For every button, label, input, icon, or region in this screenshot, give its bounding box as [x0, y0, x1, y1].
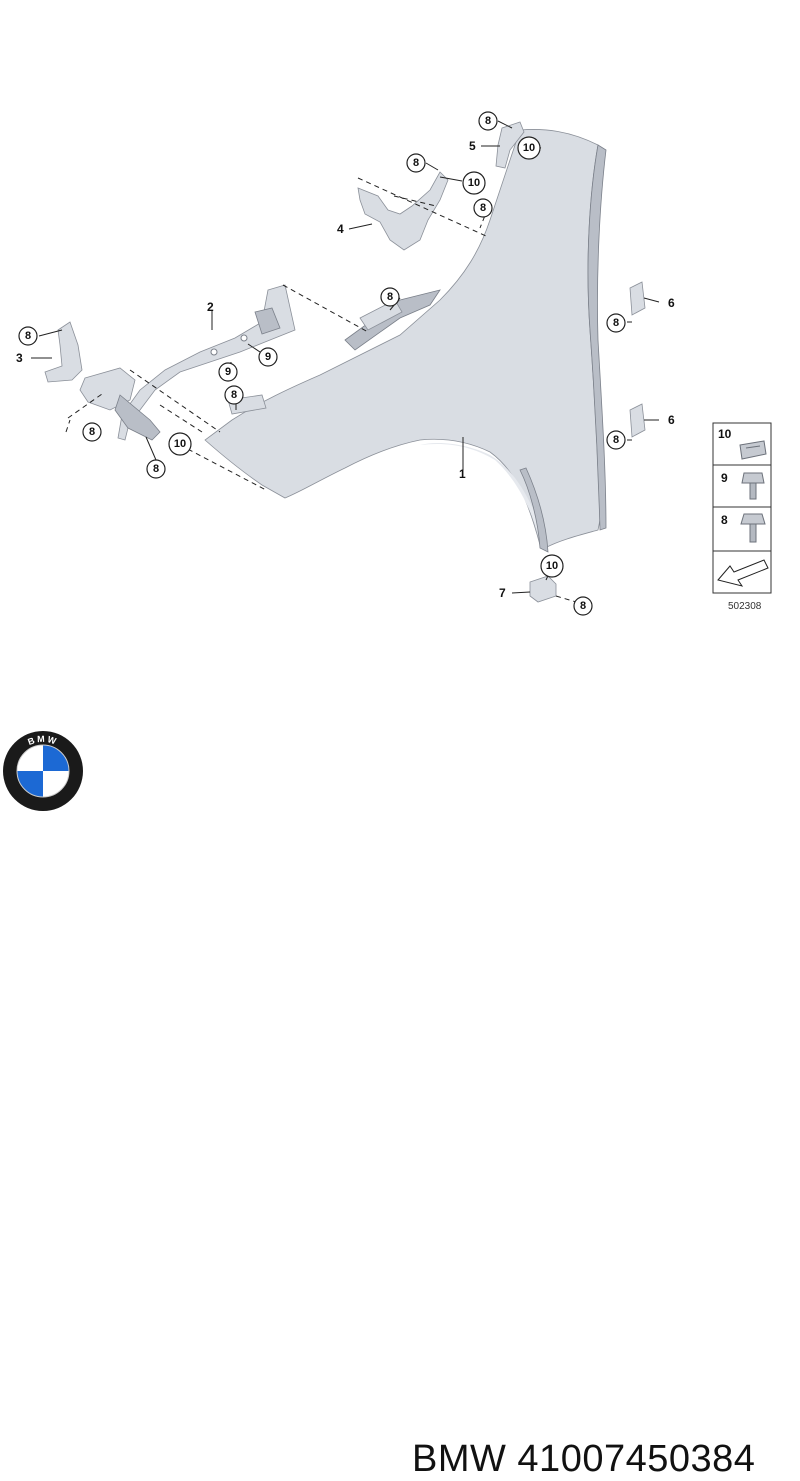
svg-text:10: 10 — [174, 438, 186, 450]
callout-8: 8 — [478, 111, 498, 131]
part-label-3: 3 — [16, 351, 23, 365]
callout-8: 8 — [573, 596, 593, 616]
callout-8: 8 — [406, 153, 426, 173]
svg-text:9: 9 — [225, 366, 231, 378]
diagram-code: 502308 — [728, 601, 762, 612]
svg-text:10: 10 — [546, 560, 558, 572]
callout-8: 8 — [473, 198, 493, 218]
callout-9: 9 — [218, 362, 238, 382]
rear-bracket-lower — [629, 403, 646, 438]
front-mount-arm — [114, 394, 161, 441]
callout-10: 10 — [517, 136, 541, 160]
parts-diagram: 1 2 3 4 5 6 6 7 8 10 8 10 8 8 9 8 9 8 8 … — [16, 111, 772, 616]
callout-8: 8 — [18, 326, 38, 346]
bracket-hole — [210, 348, 218, 356]
svg-text:9: 9 — [265, 351, 271, 363]
callout-8: 8 — [82, 422, 102, 442]
bottom-clip — [529, 575, 557, 603]
part-label-5: 5 — [469, 139, 476, 153]
legend-label-9: 9 — [721, 471, 728, 485]
part-label-2: 2 — [207, 300, 214, 314]
part-caption: BMW 41007450384 — [412, 1438, 756, 1480]
svg-text:8: 8 — [480, 202, 486, 214]
svg-text:8: 8 — [613, 434, 619, 446]
svg-text:8: 8 — [485, 115, 491, 127]
hex-screw-icon — [741, 472, 765, 484]
callout-10: 10 — [168, 432, 192, 456]
callout-9: 9 — [258, 347, 278, 367]
bracket-hole — [240, 334, 248, 342]
svg-text:10: 10 — [523, 142, 535, 154]
part-label-6a: 6 — [668, 296, 675, 310]
callout-8: 8 — [146, 459, 166, 479]
diagram-canvas: 1 2 3 4 5 6 6 7 8 10 8 10 8 8 9 8 9 8 8 … — [16, 111, 772, 616]
part-numbers: 1 2 3 4 5 6 6 7 — [16, 139, 675, 600]
callout-8: 8 — [606, 313, 626, 333]
callout-8: 8 — [380, 287, 400, 307]
hinge-bracket — [357, 171, 449, 251]
callout-8: 8 — [606, 430, 626, 450]
holder-left — [44, 321, 83, 383]
svg-text:8: 8 — [231, 389, 237, 401]
part-label-1: 1 — [459, 467, 466, 481]
fender-rear-edge — [587, 144, 607, 531]
svg-text:8: 8 — [89, 426, 95, 438]
svg-text:8: 8 — [25, 330, 31, 342]
part-label-7: 7 — [499, 586, 506, 600]
upper-clip — [495, 121, 525, 169]
clip-nut-icon — [739, 440, 767, 460]
support-bracket-web — [254, 307, 281, 335]
fender-top-flange — [344, 289, 441, 351]
screw-callouts: 8 10 8 10 8 8 9 8 9 8 8 10 8 8 8 10 8 — [18, 111, 626, 616]
part-label-4: 4 — [337, 222, 344, 236]
svg-text:8: 8 — [580, 600, 586, 612]
fender-wheel-flange — [519, 467, 549, 553]
part-label-6b: 6 — [668, 413, 675, 427]
svg-text:8: 8 — [387, 291, 393, 303]
svg-text:8: 8 — [613, 317, 619, 329]
svg-text:8: 8 — [153, 463, 159, 475]
legend-label-8: 8 — [721, 513, 728, 527]
svg-text:8: 8 — [413, 157, 419, 169]
bmw-logo: BMW — [3, 731, 83, 811]
brand-row: BMW BMW 41007450384 — [0, 700, 800, 1480]
callout-10: 10 — [540, 554, 564, 578]
callout-10: 10 — [462, 171, 486, 195]
rear-bracket-upper — [629, 281, 646, 316]
arrow-icon — [717, 559, 769, 587]
logo-text: BMW — [26, 734, 57, 747]
svg-text:10: 10 — [468, 177, 480, 189]
fastener-legend: 10 9 8 502308 — [712, 422, 772, 612]
flange-screw-icon — [740, 513, 766, 525]
callout-8: 8 — [224, 385, 244, 405]
svg-text:BMW: BMW — [26, 734, 59, 747]
legend-label-10: 10 — [718, 427, 732, 441]
